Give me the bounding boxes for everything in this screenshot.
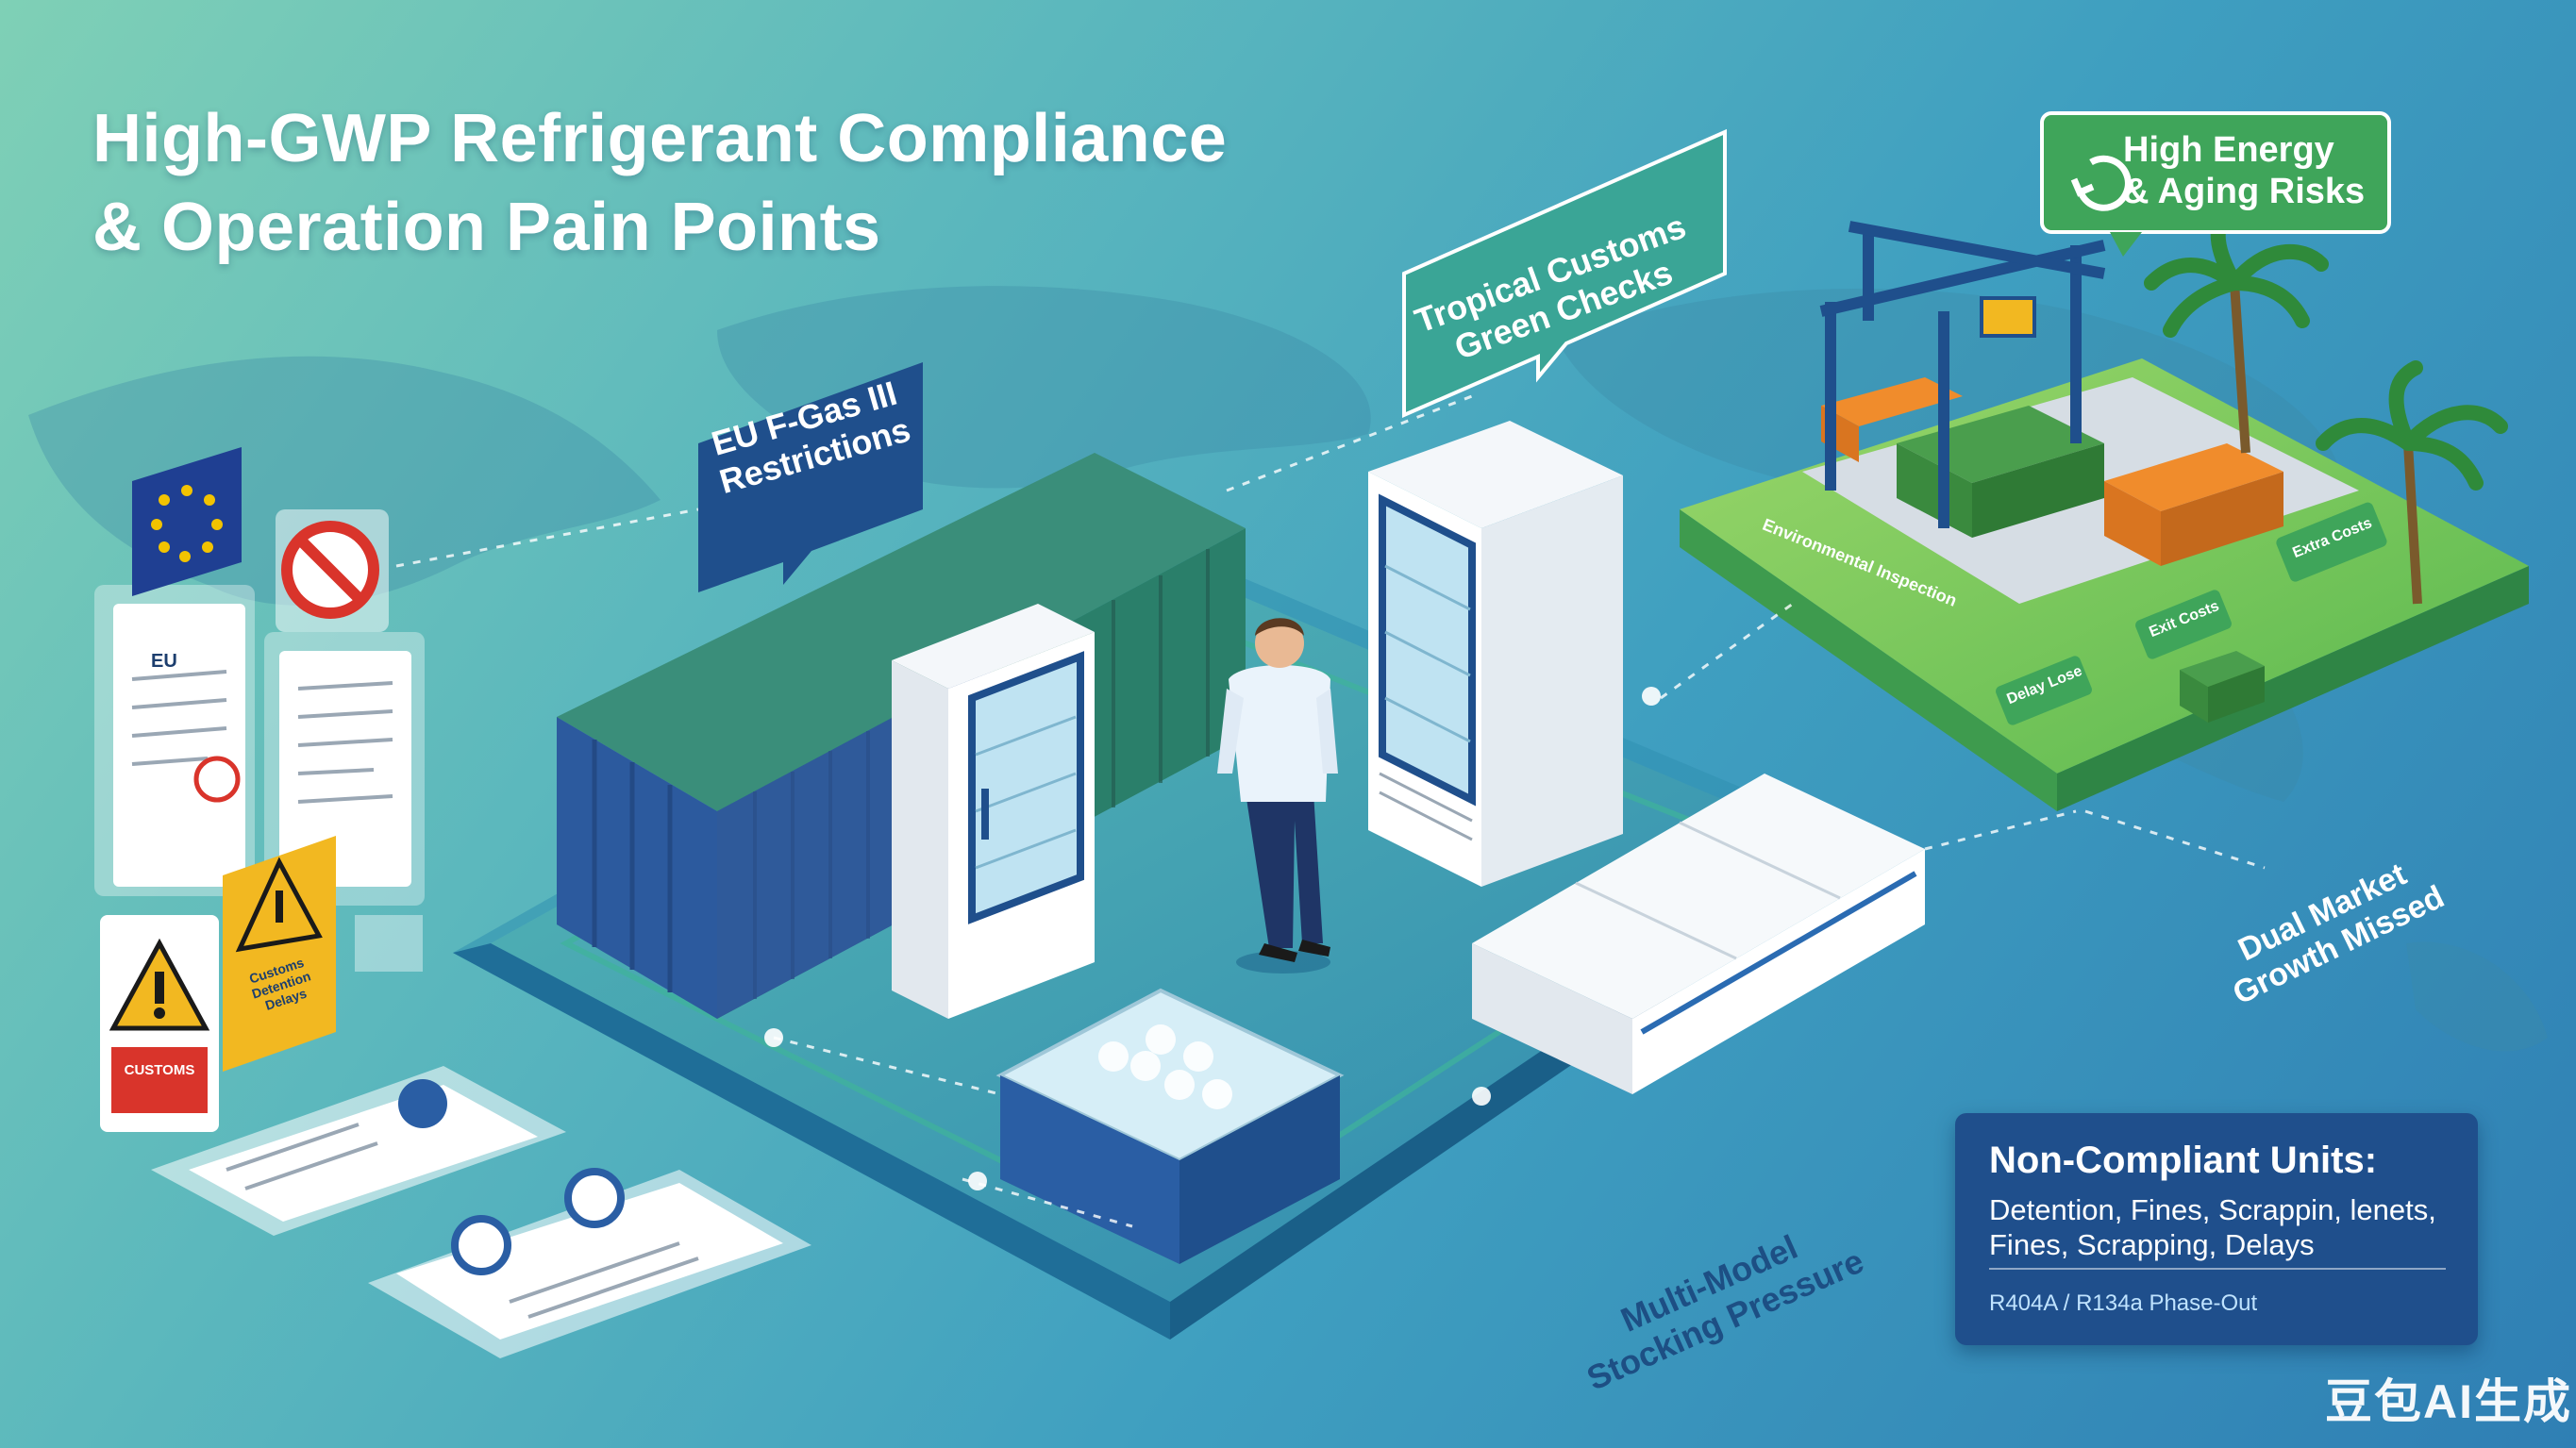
page-title: High-GWP Refrigerant Compliance & Operat… [92, 94, 1227, 272]
high-energy-bubble [2040, 111, 2391, 257]
port-island [1680, 200, 2529, 811]
panel-footer: R404A / R134a Phase-Out [1989, 1290, 2258, 1316]
customs-warning-label: CUSTOMS [124, 1062, 195, 1078]
document-stack [94, 585, 425, 906]
panel-title: Non-Compliant Units: [1989, 1140, 2378, 1181]
eu-fgas-bubble [698, 362, 923, 592]
person-icon [1217, 618, 1338, 974]
eu-flag-icon [132, 447, 242, 596]
island-display-freezer [995, 988, 1345, 1264]
non-compliant-panel: Non-Compliant Units: Detention, Fines, S… [1955, 1113, 2478, 1345]
warning-icon [100, 915, 219, 1132]
watermark: 豆包AI生成 [2325, 1375, 2572, 1428]
chest-freezer [1472, 774, 1925, 1094]
warning-icon [223, 836, 336, 1072]
panel-body: Detention, Fines, Scrappin, lenets, Fine… [1989, 1193, 2436, 1261]
refresh-icon [2070, 155, 2132, 211]
eu-doc-label: EU [151, 651, 177, 672]
crane-icon [1819, 221, 2106, 528]
high-energy-label: High Energy & Aging Risks [2123, 130, 2366, 211]
palm-tree-icon [2316, 360, 2508, 605]
glass-door-freezer [1368, 421, 1623, 887]
upright-display-cooler [892, 604, 1095, 1019]
title-line-1: High-GWP Refrigerant Compliance [92, 101, 1228, 176]
title-line-2: & Operation Pain Points [92, 190, 881, 265]
panel-divider [1989, 1268, 2446, 1270]
no-entry-icon [276, 509, 389, 632]
connector-lines [395, 394, 2266, 1228]
tropical-customs-bubble [1402, 128, 1727, 419]
floor-document-cards [151, 1066, 811, 1358]
